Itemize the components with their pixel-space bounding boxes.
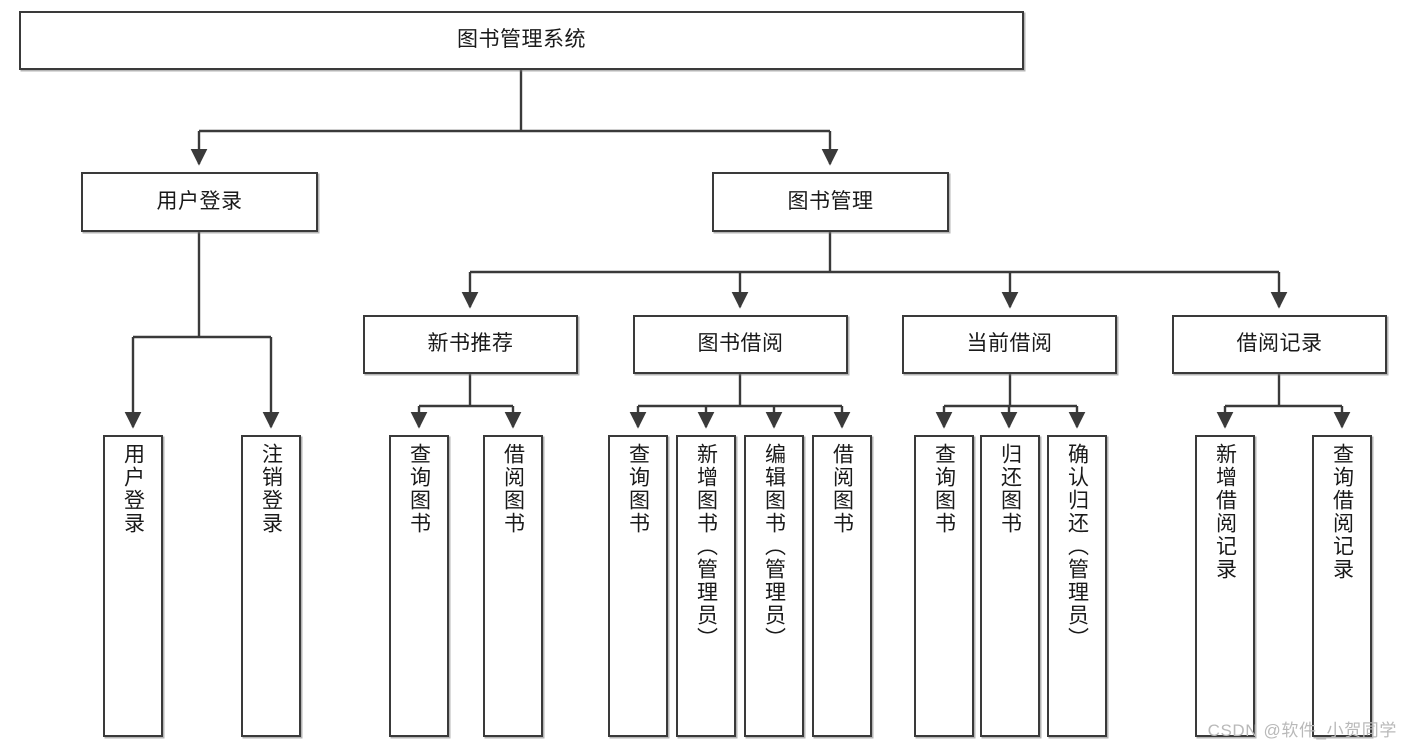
leaf-current-borrow-1[interactable]: 查询图书 <box>914 435 974 737</box>
node-borrow-record[interactable]: 借阅记录 <box>1172 315 1387 374</box>
leaf-new-book-1[interactable]: 查询图书 <box>389 435 449 737</box>
node-book-manage-label: 图书管理 <box>787 189 874 213</box>
node-root-label: 图书管理系统 <box>457 28 586 52</box>
leaf-book-borrow-2[interactable]: 新增图书（管理员） <box>676 435 736 737</box>
node-book-manage[interactable]: 图书管理 <box>712 172 949 232</box>
node-root[interactable]: 图书管理系统 <box>19 11 1024 70</box>
leaf-new-book-1-label: 查询图书 <box>407 443 431 535</box>
leaf-book-borrow-3[interactable]: 编辑图书（管理员） <box>744 435 804 737</box>
node-user-login-label: 用户登录 <box>156 189 243 213</box>
leaf-book-borrow-4[interactable]: 借阅图书 <box>812 435 872 737</box>
leaf-borrow-record-1-label: 新增借阅记录 <box>1213 443 1237 581</box>
leaf-book-borrow-3-label: 编辑图书（管理员） <box>762 443 786 650</box>
leaf-current-borrow-1-label: 查询图书 <box>932 443 956 535</box>
node-new-book-recommend[interactable]: 新书推荐 <box>363 315 578 374</box>
leaf-current-borrow-2[interactable]: 归还图书 <box>980 435 1040 737</box>
leaf-borrow-record-1[interactable]: 新增借阅记录 <box>1195 435 1255 737</box>
node-current-borrow[interactable]: 当前借阅 <box>902 315 1117 374</box>
node-current-borrow-label: 当前借阅 <box>966 332 1053 356</box>
leaf-new-book-2-label: 借阅图书 <box>501 443 525 535</box>
leaf-book-borrow-2-label: 新增图书（管理员） <box>694 443 718 650</box>
leaf-borrow-record-2-label: 查询借阅记录 <box>1330 443 1354 581</box>
leaf-book-borrow-4-label: 借阅图书 <box>830 443 854 535</box>
leaf-new-book-2[interactable]: 借阅图书 <box>483 435 543 737</box>
node-book-borrow-label: 图书借阅 <box>697 332 784 356</box>
leaf-borrow-record-2[interactable]: 查询借阅记录 <box>1312 435 1372 737</box>
node-borrow-record-label: 借阅记录 <box>1236 332 1323 356</box>
leaf-current-borrow-2-label: 归还图书 <box>998 443 1022 535</box>
node-book-borrow[interactable]: 图书借阅 <box>633 315 848 374</box>
leaf-book-borrow-1[interactable]: 查询图书 <box>608 435 668 737</box>
leaf-current-borrow-3[interactable]: 确认归还（管理员） <box>1047 435 1107 737</box>
leaf-user-login-2-label: 注销登录 <box>259 443 283 535</box>
node-new-book-recommend-label: 新书推荐 <box>427 332 514 356</box>
leaf-book-borrow-1-label: 查询图书 <box>626 443 650 535</box>
leaf-user-login-1[interactable]: 用户登录 <box>103 435 163 737</box>
leaf-current-borrow-3-label: 确认归还（管理员） <box>1065 443 1089 650</box>
leaf-user-login-2[interactable]: 注销登录 <box>241 435 301 737</box>
node-user-login[interactable]: 用户登录 <box>81 172 318 232</box>
leaf-user-login-1-label: 用户登录 <box>121 443 145 535</box>
